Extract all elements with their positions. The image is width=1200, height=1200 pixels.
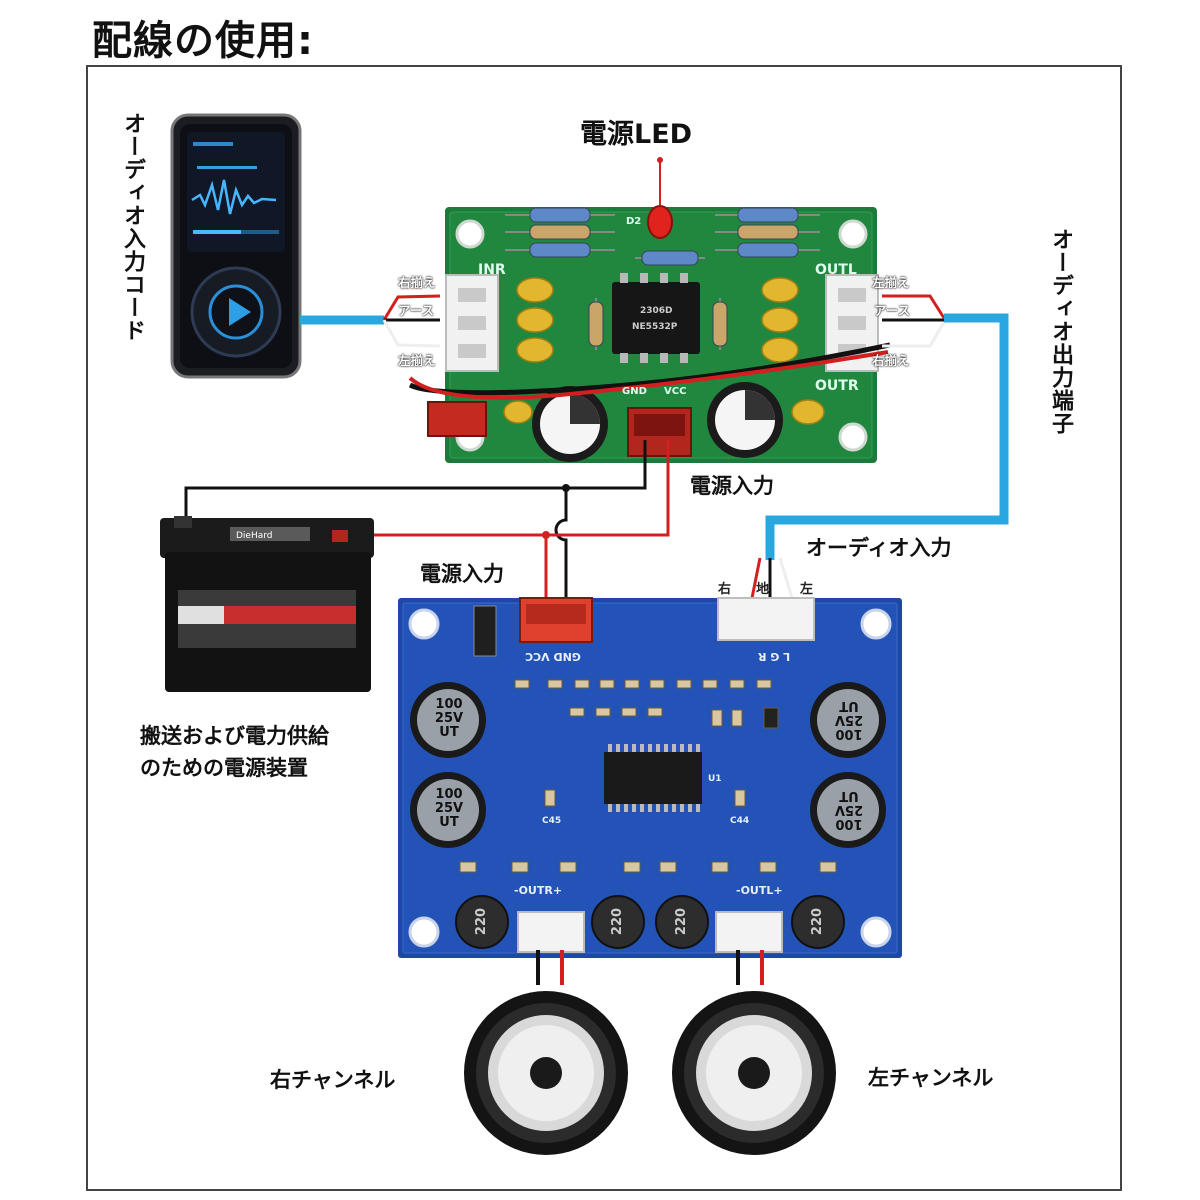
preamp-inr-silk: INR (478, 262, 506, 278)
left-channel-label: 左チャンネル (868, 1066, 994, 1090)
preamp-in-right-label: 右揃え (398, 275, 436, 290)
amp-c45-silk: C45 (542, 816, 562, 826)
preamp-led-silk: D2 (626, 216, 642, 227)
audio-player-icon (170, 113, 302, 379)
preamp-in-ground-label: アース (398, 303, 435, 318)
amp-pin-right-label: 右 (718, 582, 732, 597)
battery-icon: DieHard (160, 516, 374, 692)
amp-c44-silk: C44 (730, 816, 750, 826)
preamp-chip-code: 2306D (640, 306, 673, 316)
amp-outr-silk: -OUTR+ (514, 884, 563, 897)
audio-input-label: オーディオ入力 (806, 536, 952, 560)
amp-u1-silk: U1 (708, 774, 722, 784)
battery-brand: DieHard (236, 531, 273, 541)
preamp-chip-silk: NE5532P (632, 322, 678, 332)
preamp-out-right-label: 右揃え (872, 353, 910, 368)
audio-output-terminal-label: オーディオ出力端子 (1048, 228, 1073, 435)
preamp-outl-silk: OUTL (815, 262, 857, 278)
amp-lgr-silk: L G R (758, 650, 791, 663)
amp-pin-ground-label: 地 (756, 582, 770, 597)
inductor-marking-2: 220 (610, 907, 626, 936)
preamp-out-ground-label: アース (874, 303, 911, 318)
right-channel-label: 右チャンネル (270, 1068, 396, 1092)
preamp-in-left-label: 左揃え (398, 353, 436, 368)
amp-pin-left-label: 左 (800, 582, 814, 597)
preamp-gnd-silk: GND (622, 386, 647, 397)
inductor-marking-3: 220 (674, 907, 690, 936)
preamp-outr-silk: OUTR (815, 378, 859, 394)
audio-input-cord-label: オーディオ入力コード (120, 112, 145, 342)
amplifier-board (398, 597, 902, 958)
page-title: 配線の使用: (92, 18, 314, 64)
inductor-marking-4: 220 (810, 907, 826, 936)
battery-caption-line2: のための電源装置 (140, 756, 308, 780)
amp-outl-silk: -OUTL+ (736, 884, 783, 897)
speaker-left-icon (672, 991, 836, 1155)
power-input-top-label: 電源入力 (690, 474, 774, 498)
preamp-out-left-label: 左揃え (872, 275, 910, 290)
power-input-bottom-label: 電源入力 (420, 562, 504, 586)
inductor-marking-1: 220 (474, 907, 490, 936)
power-led-label: 電源LED (580, 119, 693, 150)
amp-gnd-vcc-silk: GND VCC (525, 650, 581, 663)
speaker-right-icon (464, 991, 628, 1155)
battery-caption-line1: 搬送および電力供給 (140, 724, 329, 748)
diagram-frame (86, 65, 1122, 1191)
preamp-vcc-silk: VCC (664, 386, 687, 397)
output-cable-blue (765, 313, 1009, 560)
